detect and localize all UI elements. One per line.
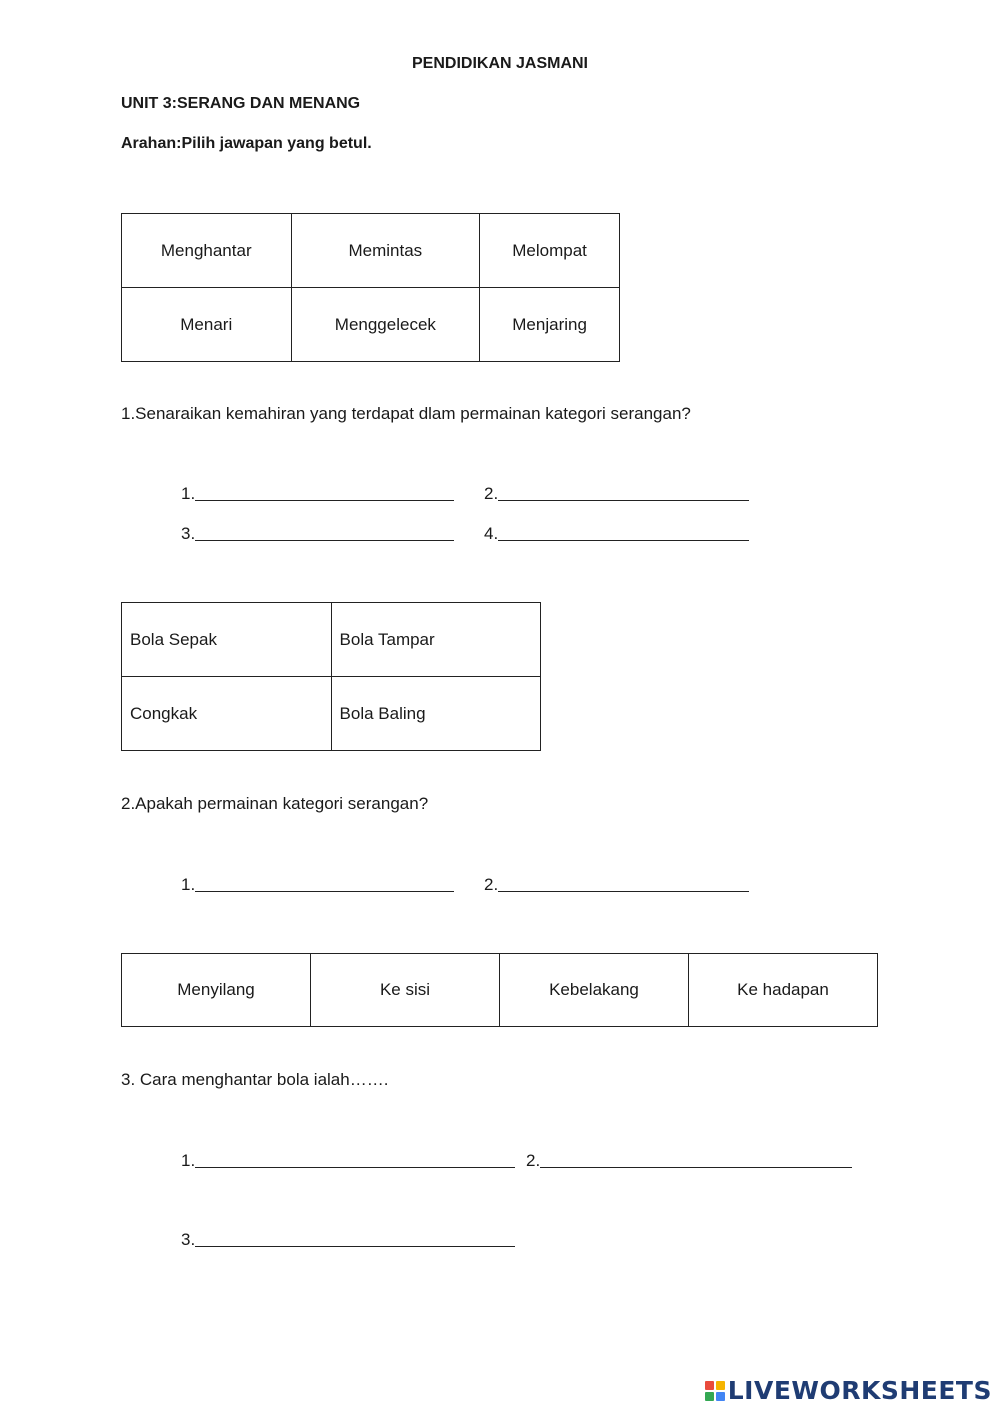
answer-blank-q1-1[interactable]: 1. [181, 484, 455, 504]
liveworksheets-logo[interactable]: LIVEWORKSHEETS [704, 1376, 992, 1405]
blank-number: 1. [181, 484, 196, 503]
option-cell: Congkak [121, 676, 332, 751]
blank-number: 2. [484, 875, 499, 894]
question-3-text: 3. Cara menghantar bola ialah……. [121, 1070, 389, 1089]
option-cell: Memintas [290, 213, 481, 288]
option-cell: Melompat [479, 213, 620, 288]
unit-heading: UNIT 3:SERANG DAN MENANG [121, 95, 361, 112]
option-cell: Bola Sepak [121, 602, 332, 677]
answer-blank-q3-1[interactable]: 1. [181, 1151, 516, 1171]
option-cell: Menjaring [479, 287, 620, 362]
answer-line[interactable] [195, 1246, 516, 1247]
option-cell: Ke sisi [310, 953, 500, 1027]
option-cell: Ke hadapan [688, 953, 878, 1027]
answer-blank-q2-1[interactable]: 1. [181, 875, 455, 895]
blank-number: 3. [181, 1230, 196, 1249]
table-row: Congkak Bola Baling [121, 676, 542, 751]
answer-line[interactable] [498, 500, 750, 501]
option-cell: Menari [121, 287, 292, 362]
answer-line[interactable] [195, 500, 455, 501]
answer-line[interactable] [498, 540, 750, 541]
logo-square [715, 1380, 725, 1390]
options-table-skills: Menghantar Memintas Melompat Menari Meng… [121, 213, 620, 362]
options-table-pass-directions: Menyilang Ke sisi Kebelakang Ke hadapan [121, 953, 878, 1027]
logo-square [704, 1380, 714, 1390]
table-row: Menyilang Ke sisi Kebelakang Ke hadapan [121, 953, 878, 1027]
answer-blank-q3-2[interactable]: 2. [526, 1151, 853, 1171]
option-cell: Menggelecek [290, 287, 481, 362]
blank-number: 3. [181, 524, 196, 543]
answer-blank-q1-3[interactable]: 3. [181, 524, 455, 544]
blank-number: 4. [484, 524, 499, 543]
option-cell: Bola Tampar [330, 602, 542, 677]
question-2-text: 2.Apakah permainan kategori serangan? [121, 794, 429, 813]
liveworksheets-logo-icon [704, 1380, 725, 1401]
answer-line[interactable] [498, 891, 750, 892]
answer-line[interactable] [195, 1167, 516, 1168]
instruction-text: Arahan:Pilih jawapan yang betul. [121, 135, 372, 152]
blank-number: 1. [181, 1151, 196, 1170]
table-row: Menghantar Memintas Melompat [121, 213, 620, 288]
blank-number: 1. [181, 875, 196, 894]
option-cell: Bola Baling [330, 676, 542, 751]
table-row: Bola Sepak Bola Tampar [121, 602, 542, 677]
answer-blank-q1-4[interactable]: 4. [484, 524, 750, 544]
option-cell: Menghantar [121, 213, 292, 288]
blank-number: 2. [484, 484, 499, 503]
answer-line[interactable] [540, 1167, 853, 1168]
options-table-games: Bola Sepak Bola Tampar Congkak Bola Bali… [121, 602, 542, 751]
logo-square [715, 1391, 725, 1401]
option-cell: Menyilang [121, 953, 311, 1027]
answer-line[interactable] [195, 891, 455, 892]
answer-line[interactable] [195, 540, 455, 541]
blank-number: 2. [526, 1151, 541, 1170]
answer-blank-q1-2[interactable]: 2. [484, 484, 750, 504]
question-1-text: 1.Senaraikan kemahiran yang terdapat dla… [121, 404, 691, 423]
answer-blank-q3-3[interactable]: 3. [181, 1230, 516, 1250]
logo-square [704, 1391, 714, 1401]
answer-blank-q2-2[interactable]: 2. [484, 875, 750, 895]
logo-text: LIVEWORKSHEETS [727, 1376, 992, 1405]
page-title: PENDIDIKAN JASMANI [411, 55, 588, 72]
option-cell: Kebelakang [499, 953, 689, 1027]
table-row: Menari Menggelecek Menjaring [121, 287, 620, 362]
